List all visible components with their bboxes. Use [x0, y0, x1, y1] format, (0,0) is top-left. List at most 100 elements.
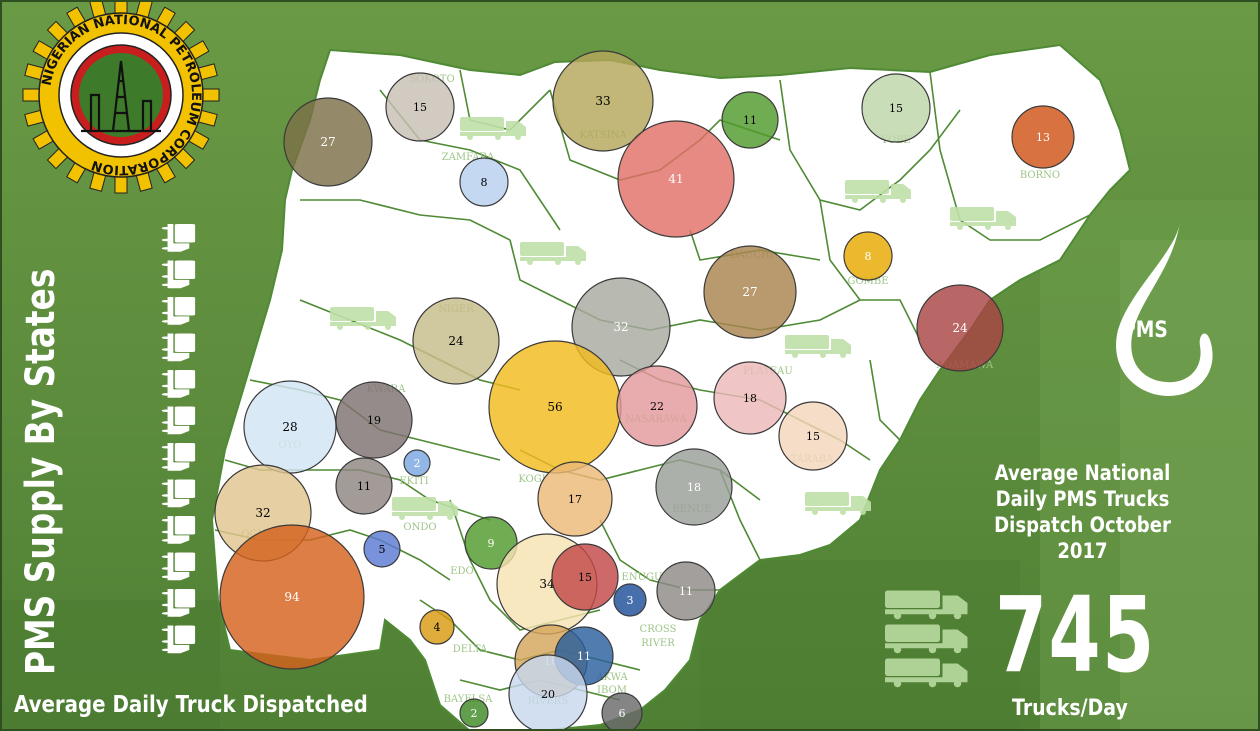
bubble-value: 18	[743, 392, 757, 405]
bubble-value: 28	[282, 420, 297, 434]
bubble-value: 15	[578, 571, 592, 584]
bubble-value: 2	[414, 457, 421, 470]
national-heading-line: Daily PMS Trucks	[995, 487, 1170, 511]
bubble-circle	[363, 530, 401, 568]
bubble-circle	[778, 401, 848, 471]
bubble-circle	[916, 284, 1004, 372]
bubble-value: 56	[547, 400, 562, 414]
bubble-circle	[571, 277, 671, 377]
bubble-niger: 24	[412, 297, 500, 385]
bubble-nasarawa: 22	[616, 365, 698, 447]
building-tower	[1120, 240, 1260, 731]
state-label-cross-river-2: RIVER	[641, 638, 675, 649]
bubble-value: 15	[889, 102, 903, 115]
bubble-value: 32	[255, 506, 270, 520]
chart-caption: Average Daily Truck Dispatched	[14, 692, 368, 718]
bubble-akwa-ibom: 6	[601, 692, 643, 731]
state-label-ondo: ONDO	[403, 522, 436, 533]
bubble-circle	[283, 97, 373, 187]
state-label-cross-river: CROSS	[640, 624, 677, 635]
bubble-circle	[551, 543, 619, 611]
state-label-borno: BORNO	[1020, 170, 1060, 181]
bubble-value: 6	[619, 707, 626, 720]
bubble-value: 11	[357, 480, 371, 493]
bubble-circle	[616, 365, 698, 447]
bubble-ekiti: 2	[403, 449, 431, 477]
bubble-kogi: 17	[537, 461, 613, 537]
bubble-circle	[703, 245, 797, 339]
bubble-value: 8	[481, 176, 488, 189]
bubble-value: 11	[577, 650, 591, 663]
bubble-bauchi: 27	[703, 245, 797, 339]
bubble-value: 8	[865, 250, 872, 263]
bubble-value: 5	[379, 543, 386, 556]
national-total-value: 745	[995, 574, 1156, 696]
bubble-value: 34	[539, 577, 555, 591]
bubble-circle	[843, 231, 893, 281]
bubble-circle	[613, 583, 647, 617]
bubble-circle	[655, 448, 733, 526]
bubble-value: 18	[687, 481, 701, 494]
bubble-enugu: 15	[551, 543, 619, 611]
bubble-circle	[601, 692, 643, 731]
derrick-icon	[81, 60, 161, 133]
bubble-circle	[464, 516, 518, 570]
bubble-circle	[721, 91, 779, 149]
bubble-bayelsa: 2	[459, 698, 489, 728]
national-heading: Average National Daily PMS Trucks Dispat…	[990, 460, 1175, 564]
bubble-circle	[617, 120, 735, 238]
bubble-katsina: 33	[552, 50, 654, 152]
bubble-adamawa: 24	[916, 284, 1004, 372]
state-label-bayelsa: BAYELSA	[444, 694, 494, 705]
state-label-zamfara: ZAMFARA	[442, 152, 495, 163]
state-label-delta: DELTA	[453, 644, 488, 655]
state-label-enugu: ENUGU	[622, 572, 663, 583]
bubble-taraba: 15	[778, 401, 848, 471]
bubble-value: 24	[448, 334, 464, 348]
state-label-ekiti: EKITI	[399, 476, 428, 487]
page-title: PMS Supply By States	[18, 268, 64, 675]
bubble-value: 17	[568, 493, 582, 506]
bubble-kano: 41	[617, 120, 735, 238]
bubble-value: 27	[320, 135, 335, 149]
bubble-ondo: 5	[363, 530, 401, 568]
state-label-kogi: KOGI	[518, 474, 545, 485]
bubble-circle	[412, 297, 500, 385]
state-label-gombe: GOMBE	[847, 276, 888, 287]
bubble-value: 2	[471, 707, 478, 720]
bubble-value: 15	[806, 430, 820, 443]
bubble-rivers: 20	[508, 654, 588, 731]
bubble-value: 27	[742, 285, 757, 299]
bubble-ebonyi: 3	[613, 583, 647, 617]
national-heading-line: Average National	[994, 461, 1171, 485]
bubble-osun: 11	[335, 457, 393, 515]
bubble-circle	[419, 609, 455, 645]
bubble-value: 3	[627, 594, 634, 607]
state-label-edo: EDO	[450, 566, 474, 577]
pms-drop-label: PMS	[1122, 318, 1168, 343]
bubble-cross-river: 11	[656, 561, 716, 621]
bubble-value: 94	[284, 590, 300, 604]
state-label-akwa-ibom-2: IBOM	[597, 685, 627, 696]
bubble-value: 9	[488, 537, 495, 550]
bubble-value: 20	[541, 688, 555, 701]
bubble-yobe: 15	[861, 73, 931, 143]
bubble-circle	[861, 73, 931, 143]
bubble-plateau: 18	[713, 361, 787, 435]
state-label-akwa-ibom: AKWA	[595, 672, 628, 683]
bubble-value: 24	[952, 321, 968, 335]
bubble-circle	[713, 361, 787, 435]
bubble-zamfara: 8	[459, 157, 509, 207]
bubble-circle	[219, 524, 365, 670]
national-heading-line: 2017	[1057, 539, 1108, 563]
bubble-kebbi: 27	[283, 97, 373, 187]
bubble-value: 11	[743, 114, 757, 127]
bubble-circle	[335, 381, 413, 459]
bubble-circle	[656, 561, 716, 621]
bubble-circle	[385, 72, 455, 142]
bubble-edo: 9	[464, 516, 518, 570]
national-total-unit: Trucks/Day	[1012, 696, 1128, 721]
national-heading-line: Dispatch October	[994, 513, 1171, 537]
